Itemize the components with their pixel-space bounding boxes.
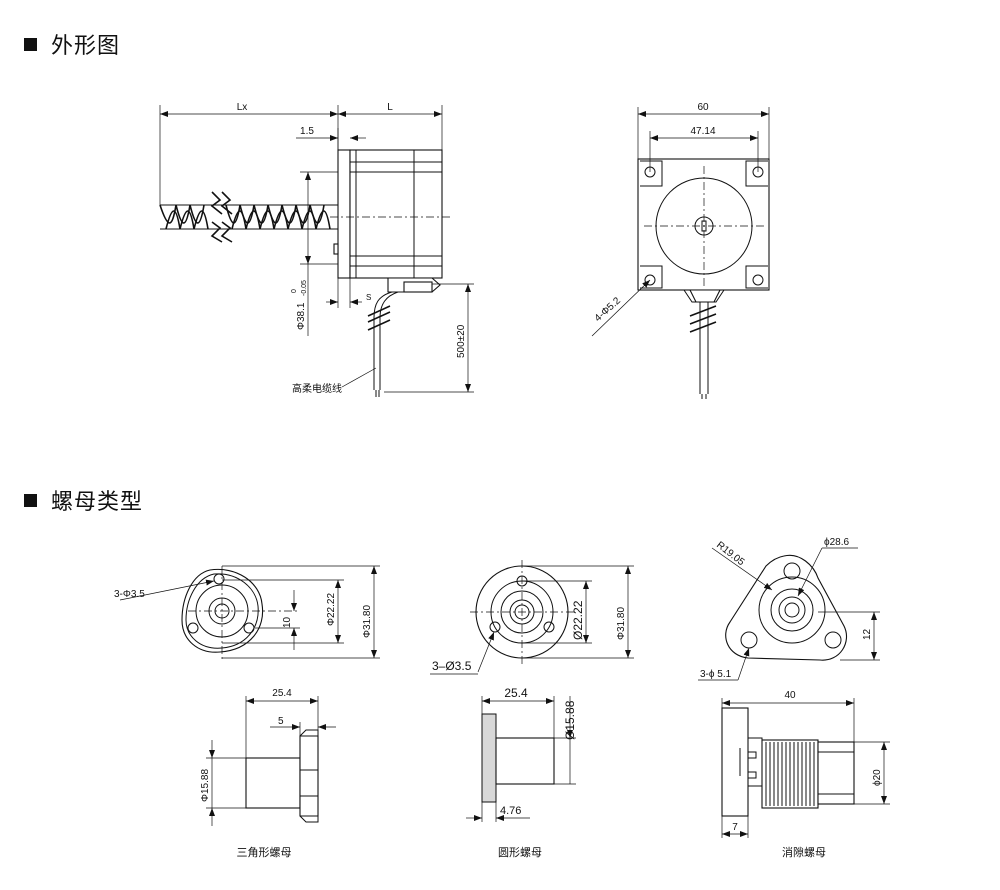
triangle-nut-front-dims: 3-Φ3.5 10 Φ22.22 Φ31.80 [114, 565, 380, 659]
ab-holes: 3-ϕ 5.1 [700, 669, 732, 680]
dim-60: 60 [697, 102, 709, 113]
section-outline-title: 外形图 [51, 34, 121, 59]
tri-d25: 25.4 [272, 688, 292, 699]
round-d476: 4.76 [500, 805, 521, 817]
dim-47: 47.14 [690, 126, 715, 137]
motor-body [349, 149, 443, 279]
tri-d31: Φ31.80 [362, 605, 373, 638]
tri-nut-body [245, 757, 301, 809]
dim-500: 500±20 [456, 324, 467, 358]
motor-front-view [637, 158, 770, 399]
section-nut-types-header: 螺母类型 [24, 484, 143, 516]
round-d22: Ø22.22 [571, 600, 585, 640]
round-d25: 25.4 [504, 686, 528, 700]
triangle-nut-side [245, 729, 319, 823]
section-outline-header: 外形图 [24, 28, 120, 60]
ab-d20: ϕ20 [872, 769, 883, 786]
tol-upper: 0 [291, 289, 298, 293]
triangle-nut-side-dims: 25.4 5 Φ15.88 [200, 688, 336, 826]
antibacklash-nut-front [725, 554, 847, 661]
dim-phi38: Φ38.1 [296, 302, 307, 330]
ab-caption: 消隙螺母 [782, 845, 826, 859]
ab-nut-flange [721, 707, 749, 817]
motor-front-face [637, 158, 770, 291]
round-d31: Φ31.80 [616, 607, 627, 640]
tri-d22: Φ22.22 [326, 593, 337, 626]
round-nut-front-dims: Ø22.22 Φ31.80 3–Ø3.5 [430, 565, 634, 675]
ab-r19: R19.05 [714, 540, 747, 569]
ab-nut-spring [761, 739, 819, 809]
motor-flange [337, 149, 351, 279]
round-nut-flange [481, 713, 497, 803]
tol-lower: -0.05 [301, 280, 308, 296]
round-holes: 3–Ø3.5 [432, 659, 472, 673]
tri-holes: 3-Φ3.5 [114, 589, 145, 600]
round-nut-side [481, 713, 555, 803]
ab-d28: ϕ28.6 [824, 537, 850, 548]
round-d15: Ø15.88 [563, 700, 577, 740]
cable-label: 高柔电缆线 [292, 382, 342, 395]
side-view-dimensions: Lx L 1.5 Φ38.1 0 -0.05 S 500±20 高柔电缆线 [159, 102, 474, 395]
bullet-square-icon [24, 37, 37, 51]
triangle-nut-front [181, 566, 300, 660]
antibacklash-nut-side [721, 707, 855, 817]
bullet-square-icon [24, 493, 37, 507]
round-nut-side-dims: 25.4 Ø15.88 4.76 [466, 686, 577, 822]
dim-holes: 4-Φ5.2 [593, 295, 624, 324]
mount-holes [640, 160, 768, 289]
dim-lx: Lx [237, 102, 248, 113]
ab-d7: 7 [732, 822, 738, 833]
dim-1-5: 1.5 [300, 126, 314, 137]
lead-screw [159, 191, 338, 243]
round-nut-front [470, 560, 574, 664]
ab-nut-body [817, 741, 855, 805]
ab-d12: 12 [862, 628, 873, 640]
ab-d40: 40 [784, 690, 796, 701]
dim-s: S [366, 293, 371, 302]
dim-l: L [387, 102, 393, 113]
motor-side-view [159, 149, 450, 397]
tri-caption: 三角形螺母 [237, 846, 292, 859]
tri-d5: 5 [278, 716, 284, 727]
antibacklash-nut-side-dims: 40 ϕ20 7 [721, 690, 890, 838]
round-caption: 圆形螺母 [498, 846, 542, 859]
tri-d10: 10 [282, 616, 293, 628]
section-nut-types-title: 螺母类型 [51, 490, 144, 515]
tri-d15: Φ15.88 [200, 769, 211, 802]
round-nut-body [495, 737, 555, 785]
